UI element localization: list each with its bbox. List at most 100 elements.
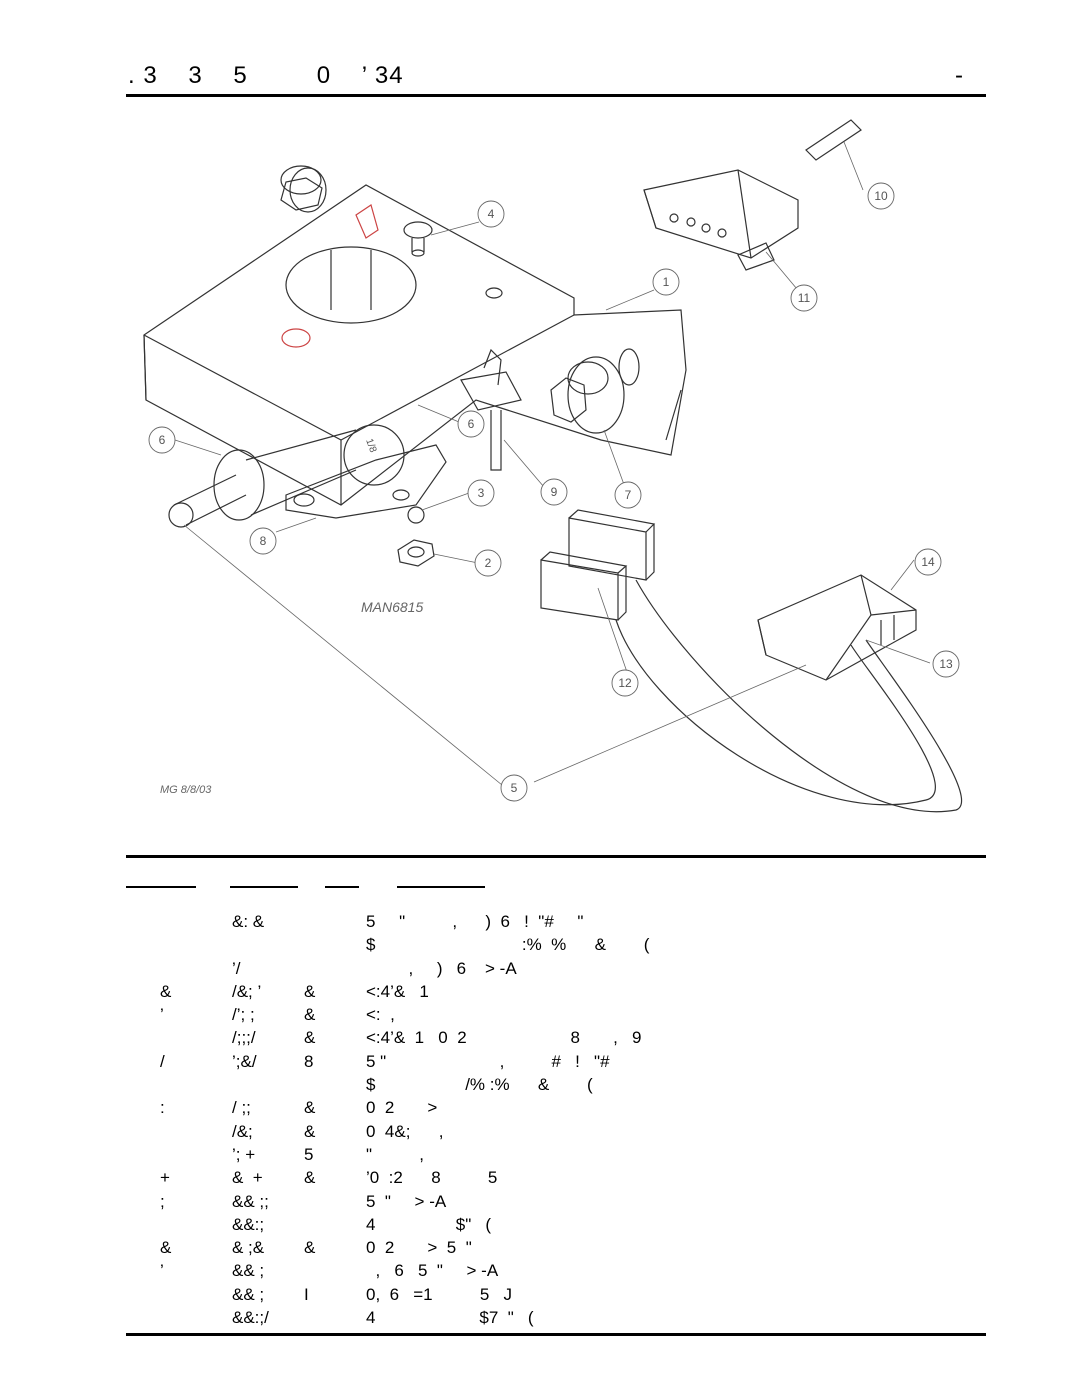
shaft-assembly [168,424,447,528]
callout-labels: 1 2 3 4 5 6 6 7 8 9 10 11 12 13 14 [159,189,953,795]
row-part-number: && ;; [232,1191,269,1211]
row-part-number: && ; [232,1284,265,1304]
parts-row: $ /% :% & ( [126,1073,986,1096]
row-part-number: && ; [232,1261,265,1281]
actuator-part-9 [460,348,522,471]
row-description: $ :% % & ( [366,935,650,955]
parts-row: ;&& ;;5 " > -A [126,1190,986,1213]
connector-housing-top [643,119,862,271]
parts-list: &: &5 " , ) 6 ! "# " $ :% % & ( ’/ , ) 6… [126,910,986,1329]
callout-12: 12 [618,676,632,690]
callout-6b: 6 [159,433,166,447]
callout-10: 10 [874,189,888,203]
callout-3: 3 [478,486,485,500]
magnet-part-12 [540,509,656,621]
callout-7: 7 [625,488,632,502]
row-qty: & [304,1238,316,1258]
pin-part-10 [805,119,862,161]
row-qty: & [304,981,316,1001]
callout-2: 2 [485,556,492,570]
parts-row: ’ && ; , 6 5 " > -A [126,1259,986,1282]
lock-washer-part-3 [407,506,425,524]
row-item: & [160,981,172,1001]
wire-b [615,619,936,806]
row-qty: & [304,1028,316,1048]
parts-row: ’ /’; ; & <: , [126,1003,986,1026]
row-description: 0 4&; , [366,1121,444,1141]
row-description: 4 $7 " ( [366,1308,534,1328]
row-part-number: ’/ [232,958,241,978]
row-part-number: ’; + [232,1144,256,1164]
parts-row: &: & 5 " , ) 6 ! "# " [126,910,986,933]
parts-row: ’/ , ) 6 > -A [126,957,986,980]
parts-row: &&:;/ 4 $7 " ( [126,1306,986,1329]
exploded-parts-diagram: 1 2 3 4 5 6 6 7 8 9 10 11 12 13 14 1/8 M… [143,119,963,813]
row-item: ’ [160,1261,164,1281]
leader-lines [174,141,931,786]
row-description: 0 2 > 5 " [366,1238,472,1258]
nut-part-2 [397,539,435,567]
callout-6a: 6 [468,417,475,431]
hex-fitting-part-7 [550,356,625,434]
row-description: ’0 :2 8 5 [366,1168,498,1188]
row-item: ’ [160,1005,164,1025]
parts-row: ’; + 5 " , [126,1143,986,1166]
row-part-number: &&:; [232,1214,265,1234]
row-part-number: /’; ; [232,1005,255,1025]
row-item: / [160,1051,165,1071]
screw-part-4 [403,221,433,257]
connector-housing-bottom [757,574,917,681]
row-description: 0, 6 =1 5 J [366,1284,512,1304]
callout-4: 4 [488,207,495,221]
row-qty: & [304,1005,316,1025]
callout-5: 5 [511,781,518,795]
callout-1: 1 [663,275,670,289]
row-description: " , [366,1144,424,1164]
row-part-number: / ;; [232,1098,251,1118]
header-rule [126,94,986,97]
row-description: 5 " , ) 6 ! "# " [366,912,584,931]
row-item: + [160,1168,170,1188]
rivet-stamp: 1/8 [363,437,378,454]
clip-top [355,204,379,239]
row-description: <: , [366,1005,395,1025]
callout-14: 14 [921,555,935,569]
row-description: 5 " > -A [366,1191,447,1211]
row-description: <:4’& 1 [366,981,429,1001]
parts-row: :/ ;;&0 2 > [126,1096,986,1119]
drafter-signature: MG 8/8/03 [160,784,212,796]
column-head-2 [230,876,298,888]
row-item: : [160,1098,165,1118]
row-part-number: &: & [232,912,265,931]
row-description: , ) 6 > -A [366,958,517,978]
page-mark: - [955,62,963,89]
parts-row: /&;&0 4&; , [126,1120,986,1143]
parts-row: /;;;/&<:4’& 1 0 2 8 , 9 [126,1026,986,1049]
table-bottom-rule [126,1333,986,1336]
row-qty: & [304,1168,316,1188]
column-head-4 [397,876,485,888]
row-part-number: ’;&/ [232,1051,257,1071]
row-description: , 6 5 " > -A [366,1261,499,1281]
callout-13: 13 [939,657,953,671]
column-head-1 [126,876,196,888]
row-item: & [160,1238,172,1258]
table-top-rule [126,855,986,858]
row-qty: 8 [304,1051,314,1071]
screw-head-plate [281,328,311,348]
page-header: . 3 3 5 0 ’ 34 - [0,62,1080,94]
row-description: <:4’& 1 0 2 8 , 9 [366,1028,642,1048]
parts-row: $ :% % & ( [126,933,986,956]
row-part-number: &&:;/ [232,1308,269,1328]
row-description: 0 2 > [366,1098,438,1118]
parts-row: && ;&&0 2 > 5 " [126,1236,986,1259]
parts-row: +& +&’0 :2 8 5 [126,1166,986,1189]
column-head-3 [325,876,359,888]
row-part-number: /&; ’ [232,981,262,1001]
row-qty: & [304,1121,316,1141]
row-qty: 5 [304,1144,314,1164]
row-description: 4 $" ( [366,1214,492,1234]
callout-11: 11 [798,291,811,305]
